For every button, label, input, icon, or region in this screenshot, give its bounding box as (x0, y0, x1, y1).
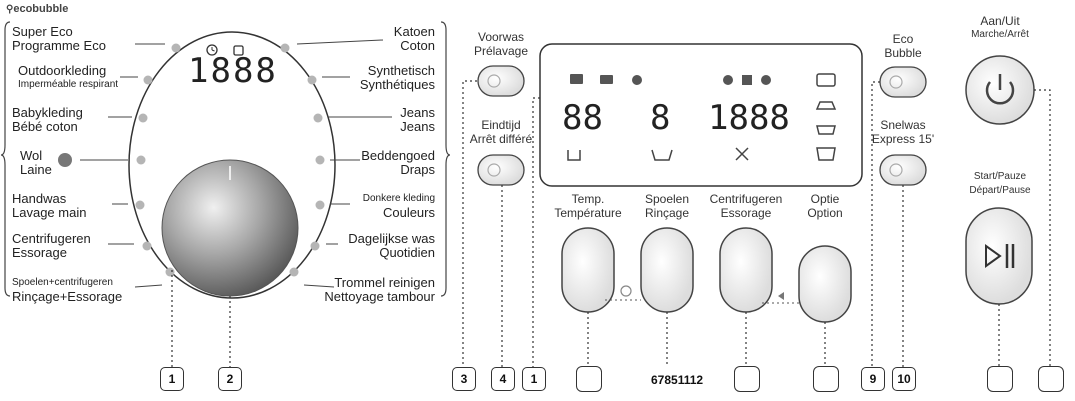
dial-bezel (128, 31, 336, 299)
callout-empty-power (1038, 366, 1064, 392)
child-lock-icon (620, 285, 632, 297)
callout-4: 4 (491, 367, 515, 391)
brand-logo: ⚲ecobubble (6, 3, 69, 15)
program-leds (135, 43, 325, 277)
dial-display: 1888 (188, 51, 278, 91)
program-knob (161, 159, 299, 297)
part-code: 67851112 (651, 373, 704, 387)
basin-icon (651, 149, 673, 161)
lcd-program-icons (815, 73, 837, 161)
lcd-status-icons (570, 74, 771, 85)
callout-empty-start (987, 366, 1013, 392)
callout-1b: 1 (522, 367, 546, 391)
wool-icon (58, 153, 72, 167)
lcd-frame (539, 43, 863, 187)
callout-empty-temp (576, 366, 602, 392)
temp-label: Temp.Température (554, 192, 622, 220)
callout-9: 9 (861, 367, 885, 391)
small-round-buttons (477, 65, 927, 186)
callout-3: 3 (452, 367, 476, 391)
display-time-left: 88 (562, 98, 603, 138)
callout-empty-spin (734, 366, 760, 392)
display-time-right: 1888 (708, 98, 790, 138)
callout-2: 2 (218, 367, 242, 391)
lock-icon (233, 45, 244, 56)
callout-1: 1 (160, 367, 184, 391)
display-rinse: 8 (650, 98, 671, 138)
clock-icon (206, 44, 218, 56)
callout-empty-option (813, 366, 839, 392)
mute-icon (778, 292, 784, 300)
tall-buttons (561, 227, 852, 323)
callout-10: 10 (892, 367, 916, 391)
hand-icon (567, 150, 581, 161)
